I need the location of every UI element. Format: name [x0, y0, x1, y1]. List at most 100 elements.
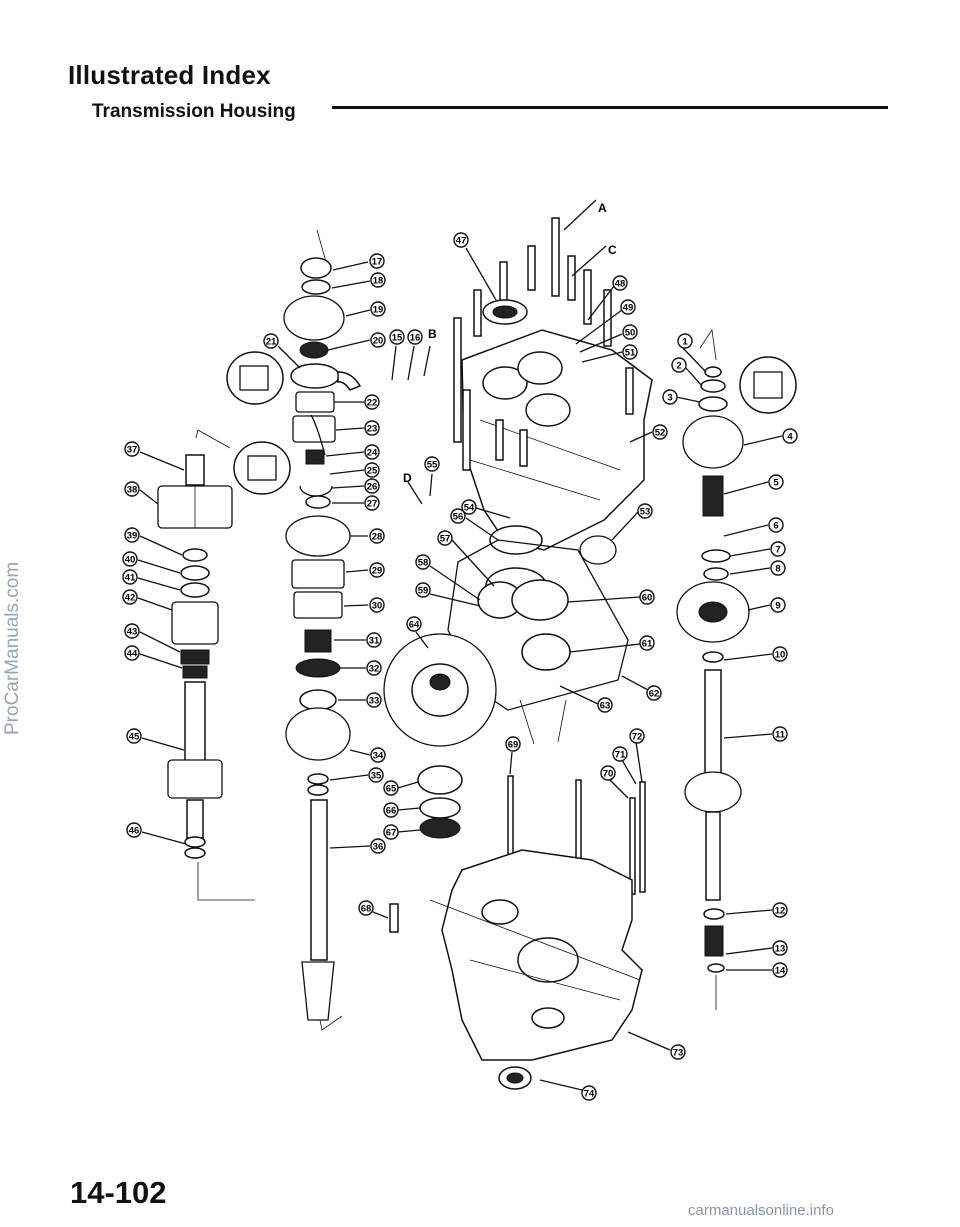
callout-71: 71	[612, 746, 628, 762]
housing-middle-parts	[383, 525, 646, 933]
svg-text:39: 39	[127, 531, 138, 542]
svg-text:45: 45	[129, 732, 140, 743]
callout-62: 62	[646, 685, 662, 701]
callout-51: 51	[622, 344, 638, 360]
callout-74: 74	[581, 1085, 597, 1101]
svg-text:46: 46	[129, 826, 140, 837]
svg-text:54: 54	[464, 503, 475, 514]
callout-55: 55	[424, 456, 440, 472]
callout-53: 53	[637, 503, 653, 519]
svg-text:4: 4	[787, 432, 793, 443]
svg-text:48: 48	[615, 279, 626, 290]
callout-25: 25	[364, 462, 380, 478]
right-shaft-assembly	[676, 328, 750, 1010]
letter-b: B	[428, 327, 437, 341]
svg-text:65: 65	[386, 784, 397, 795]
svg-text:13: 13	[775, 944, 786, 955]
callout-numbers: 1 2 3 4 5 6 7 8 9 10 11 12 13 14 15 16 1…	[122, 232, 798, 1101]
callout-21: 21	[263, 333, 279, 349]
callout-2: 2	[671, 357, 687, 373]
svg-text:38: 38	[127, 485, 138, 496]
svg-text:34: 34	[373, 751, 384, 762]
svg-text:35: 35	[371, 771, 382, 782]
callout-52: 52	[652, 424, 668, 440]
svg-text:42: 42	[125, 593, 136, 604]
svg-text:23: 23	[367, 424, 378, 435]
callout-30: 30	[369, 597, 385, 613]
svg-text:56: 56	[453, 512, 464, 523]
watermark-bottom: carmanualsonline.info	[688, 1202, 834, 1219]
svg-text:71: 71	[615, 750, 626, 761]
svg-text:29: 29	[372, 566, 383, 577]
svg-text:32: 32	[369, 664, 380, 675]
svg-text:53: 53	[640, 507, 651, 518]
center-left-shaft-assembly	[283, 229, 362, 1031]
svg-text:31: 31	[369, 636, 380, 647]
svg-text:47: 47	[456, 236, 467, 247]
svg-text:5: 5	[773, 478, 779, 489]
letter-a: A	[598, 201, 607, 215]
page-number: 14-102	[70, 1175, 167, 1210]
header-rule	[332, 106, 888, 109]
callout-8: 8	[770, 560, 786, 576]
svg-text:73: 73	[673, 1048, 684, 1059]
callout-9: 9	[770, 597, 786, 613]
svg-text:6: 6	[773, 521, 778, 532]
svg-text:72: 72	[632, 732, 643, 743]
callout-63: 63	[597, 697, 613, 713]
callout-29: 29	[369, 562, 385, 578]
svg-text:20: 20	[373, 336, 384, 347]
svg-text:68: 68	[361, 904, 372, 915]
svg-text:16: 16	[410, 333, 421, 344]
callout-20: 20	[370, 332, 386, 348]
svg-text:28: 28	[372, 532, 383, 543]
svg-text:67: 67	[386, 828, 397, 839]
callout-28: 28	[369, 528, 385, 544]
svg-text:21: 21	[266, 337, 277, 348]
page-title: Illustrated Index	[68, 60, 271, 90]
svg-text:36: 36	[373, 842, 384, 853]
svg-text:22: 22	[367, 398, 378, 409]
callout-35: 35	[368, 767, 384, 783]
callout-18: 18	[370, 272, 386, 288]
svg-text:2: 2	[676, 361, 681, 372]
callout-57: 57	[437, 530, 453, 546]
callout-41: 41	[122, 569, 138, 585]
svg-text:55: 55	[427, 460, 438, 471]
svg-text:59: 59	[418, 586, 429, 597]
callout-69: 69	[505, 736, 521, 752]
section-subtitle: Transmission Housing	[92, 101, 296, 122]
svg-text:57: 57	[440, 534, 451, 545]
callout-10: 10	[772, 646, 788, 662]
svg-text:58: 58	[418, 558, 429, 569]
callout-27: 27	[364, 495, 380, 511]
svg-text:50: 50	[625, 328, 636, 339]
callout-14: 14	[772, 962, 788, 978]
svg-text:8: 8	[775, 564, 780, 575]
callout-22: 22	[364, 394, 380, 410]
callout-26: 26	[364, 478, 380, 494]
callout-58: 58	[415, 554, 431, 570]
svg-text:1: 1	[682, 337, 688, 348]
svg-text:49: 49	[623, 303, 634, 314]
svg-text:26: 26	[367, 482, 378, 493]
svg-text:9: 9	[775, 601, 780, 612]
svg-text:70: 70	[603, 769, 614, 780]
callout-19: 19	[370, 301, 386, 317]
svg-text:10: 10	[775, 650, 786, 661]
callout-39: 39	[124, 527, 140, 543]
callout-43: 43	[124, 623, 140, 639]
callout-61: 61	[639, 635, 655, 651]
svg-text:15: 15	[392, 333, 403, 344]
callout-17: 17	[369, 253, 385, 269]
svg-text:61: 61	[642, 639, 653, 650]
svg-text:18: 18	[373, 276, 384, 287]
svg-text:64: 64	[409, 620, 420, 631]
callout-72: 72	[629, 728, 645, 744]
callout-70: 70	[600, 765, 616, 781]
letter-c: C	[608, 243, 617, 257]
svg-text:19: 19	[373, 305, 384, 316]
svg-text:43: 43	[127, 627, 138, 638]
svg-text:33: 33	[369, 696, 380, 707]
callout-54: 54	[461, 499, 477, 515]
